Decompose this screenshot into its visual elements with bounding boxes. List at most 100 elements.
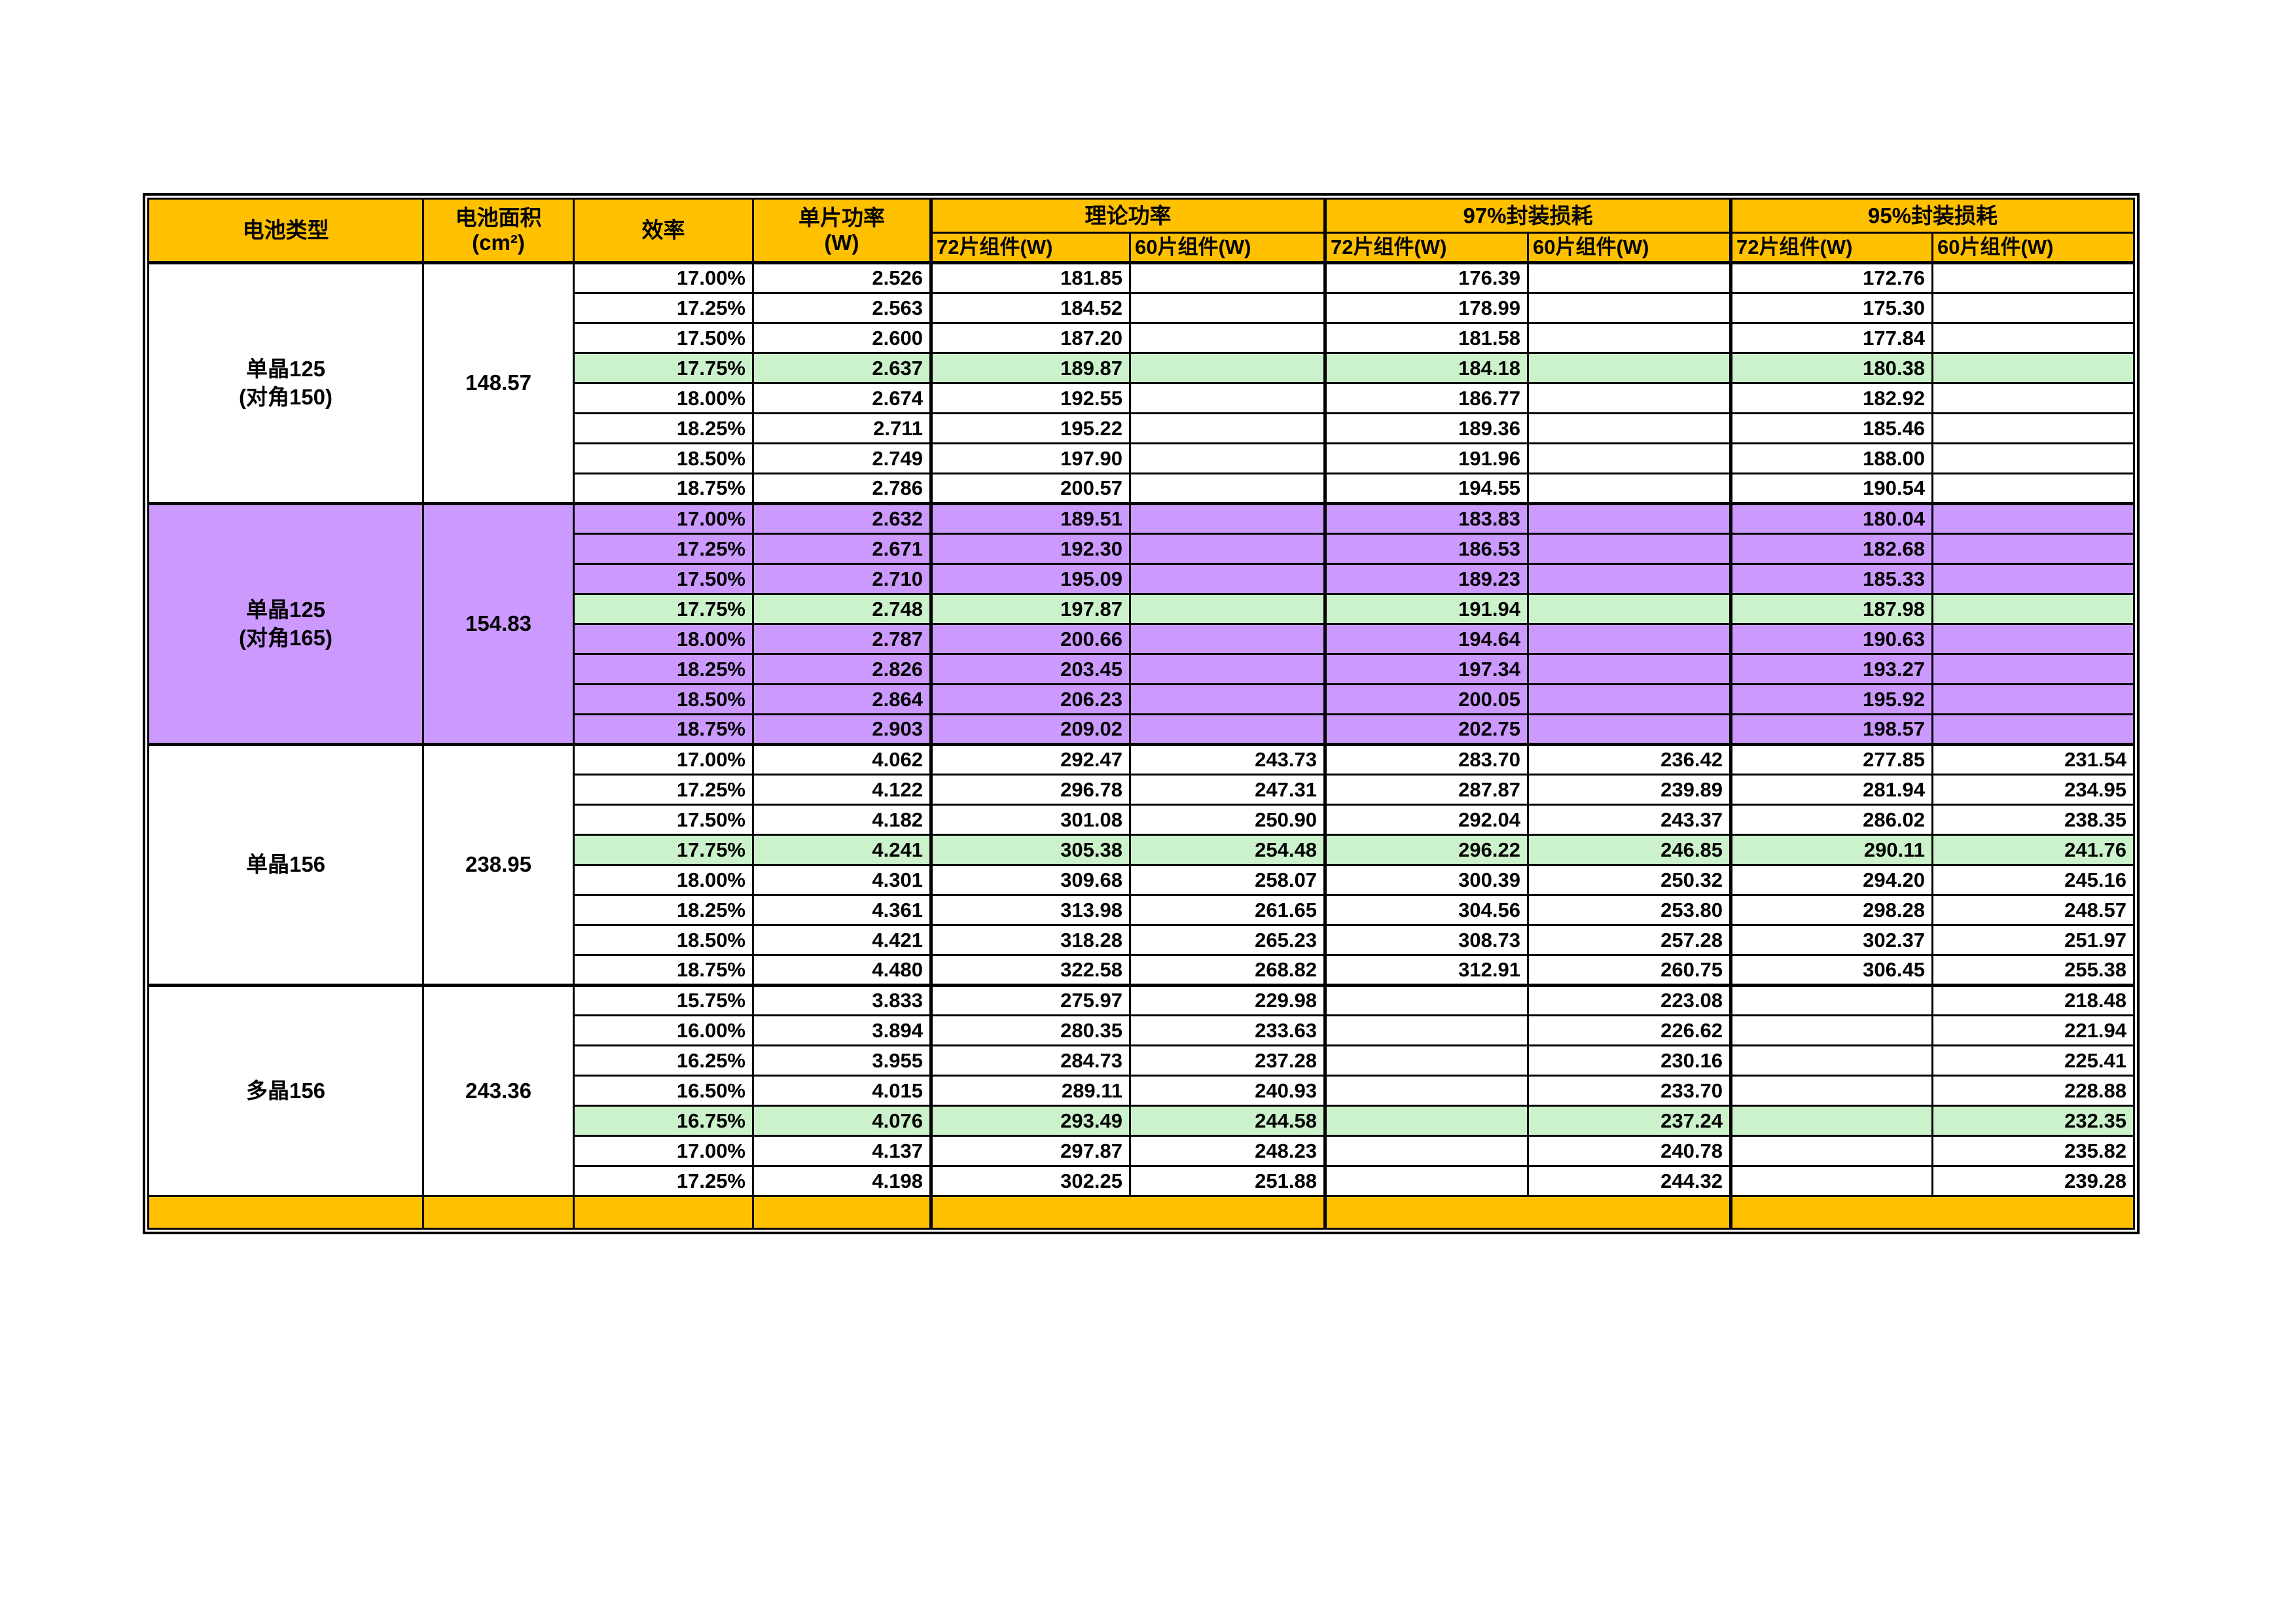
cell-w: 2.903 (752, 713, 932, 745)
cell-w: 2.674 (752, 382, 932, 414)
cell-eff: 18.50% (573, 683, 754, 715)
cell-w: 2.600 (752, 322, 932, 354)
footer-cell (1729, 1195, 2135, 1230)
cell-p97-60 (1527, 473, 1732, 505)
cell-w: 2.749 (752, 442, 932, 474)
cell-t60: 229.98 (1129, 984, 1326, 1016)
cell-p97-72: 283.70 (1323, 743, 1529, 776)
cell-t72: 289.11 (929, 1075, 1131, 1107)
cell-t72: 275.97 (929, 984, 1131, 1016)
cell-eff: 17.75% (573, 593, 754, 625)
cell-p95-60 (1931, 533, 2135, 565)
cell-p95-72: 195.92 (1729, 683, 1933, 715)
cell-p97-60 (1527, 713, 1732, 745)
cell-p95-72: 182.68 (1729, 533, 1933, 565)
cell-t72: 313.98 (929, 894, 1131, 926)
cell-eff: 17.00% (573, 743, 754, 776)
cell-t72: 206.23 (929, 683, 1131, 715)
cell-p95-60 (1931, 382, 2135, 414)
cell-w: 3.894 (752, 1014, 932, 1046)
cell-p95-72: 172.76 (1729, 261, 1933, 294)
cell-w: 4.421 (752, 924, 932, 956)
cell-p95-72: 198.57 (1729, 713, 1933, 745)
cell-p95-72: 182.92 (1729, 382, 1933, 414)
solar-module-power-table: 电池类型 电池面积 (cm²) 效率 单片功率 (W) 理论功率 97%封装损耗… (143, 193, 2140, 1234)
footer-cell (573, 1195, 754, 1230)
cell-p97-72: 178.99 (1323, 292, 1529, 324)
cell-p97-60 (1527, 352, 1732, 384)
cell-p95-60: 239.28 (1931, 1165, 2135, 1197)
cell-p95-72: 290.11 (1729, 834, 1933, 866)
cell-t60 (1129, 412, 1326, 444)
cell-t60 (1129, 322, 1326, 354)
cell-p95-60: 228.88 (1931, 1075, 2135, 1107)
cell-eff: 17.50% (573, 804, 754, 836)
cell-w: 2.526 (752, 261, 932, 294)
cell-area-value: 148.57 (422, 261, 575, 505)
cell-w: 2.826 (752, 653, 932, 685)
cell-t72: 187.20 (929, 322, 1131, 354)
cell-w: 3.833 (752, 984, 932, 1016)
cell-p95-72: 281.94 (1729, 774, 1933, 806)
cell-p95-60 (1931, 713, 2135, 745)
cell-p95-60 (1931, 653, 2135, 685)
cell-eff: 16.75% (573, 1105, 754, 1137)
header-cell-area: 电池面积 (cm²) (422, 198, 575, 264)
subheader-theo-72: 72片组件(W) (929, 232, 1131, 264)
cell-p95-72: 294.20 (1729, 864, 1933, 896)
cell-t60 (1129, 623, 1326, 655)
cell-p97-60: 260.75 (1527, 954, 1732, 986)
subheader-97-60: 60片组件(W) (1527, 232, 1732, 264)
header-loss-95: 95%封装损耗 (1729, 198, 2135, 234)
cell-p97-72: 304.56 (1323, 894, 1529, 926)
cell-w: 4.361 (752, 894, 932, 926)
cell-eff: 17.25% (573, 1165, 754, 1197)
cell-p97-60: 243.37 (1527, 804, 1732, 836)
cell-t60: 250.90 (1129, 804, 1326, 836)
cell-p95-60: 248.57 (1931, 894, 2135, 926)
cell-t60 (1129, 442, 1326, 474)
cell-t60: 240.93 (1129, 1075, 1326, 1107)
cell-t60 (1129, 352, 1326, 384)
cell-p97-60: 230.16 (1527, 1044, 1732, 1077)
header-efficiency: 效率 (573, 198, 754, 264)
cell-t60 (1129, 683, 1326, 715)
cell-t60: 261.65 (1129, 894, 1326, 926)
cell-t60 (1129, 382, 1326, 414)
cell-w: 2.563 (752, 292, 932, 324)
cell-p97-60: 240.78 (1527, 1135, 1732, 1167)
cell-w: 2.710 (752, 563, 932, 595)
cell-t60 (1129, 563, 1326, 595)
cell-w: 2.711 (752, 412, 932, 444)
cell-p97-72: 194.55 (1323, 473, 1529, 505)
cell-p95-72: 177.84 (1729, 322, 1933, 354)
cell-eff: 17.25% (573, 774, 754, 806)
cell-eff: 17.75% (573, 834, 754, 866)
cell-p97-60: 246.85 (1527, 834, 1732, 866)
cell-p95-72 (1729, 1075, 1933, 1107)
cell-p95-60 (1931, 623, 2135, 655)
cell-p95-60: 238.35 (1931, 804, 2135, 836)
cell-type-label: 多晶156 (147, 984, 424, 1197)
cell-p97-72 (1323, 1165, 1529, 1197)
cell-p97-72 (1323, 984, 1529, 1016)
cell-p95-60 (1931, 352, 2135, 384)
cell-p95-72 (1729, 1044, 1933, 1077)
cell-t60: 258.07 (1129, 864, 1326, 896)
cell-t72: 318.28 (929, 924, 1131, 956)
cell-t72: 197.90 (929, 442, 1131, 474)
cell-p97-60 (1527, 653, 1732, 685)
cell-p95-72: 190.54 (1729, 473, 1933, 505)
cell-w: 4.122 (752, 774, 932, 806)
cell-p97-72: 312.91 (1323, 954, 1529, 986)
cell-w: 4.480 (752, 954, 932, 986)
cell-p97-72: 292.04 (1323, 804, 1529, 836)
cell-w: 4.137 (752, 1135, 932, 1167)
cell-t72: 195.22 (929, 412, 1131, 444)
cell-p95-72: 185.46 (1729, 412, 1933, 444)
cell-t72: 297.87 (929, 1135, 1131, 1167)
cell-t72: 189.87 (929, 352, 1131, 384)
header-theoretical-power: 理论功率 (929, 198, 1326, 234)
header-loss-97: 97%封装损耗 (1323, 198, 1732, 234)
cell-p97-60: 237.24 (1527, 1105, 1732, 1137)
